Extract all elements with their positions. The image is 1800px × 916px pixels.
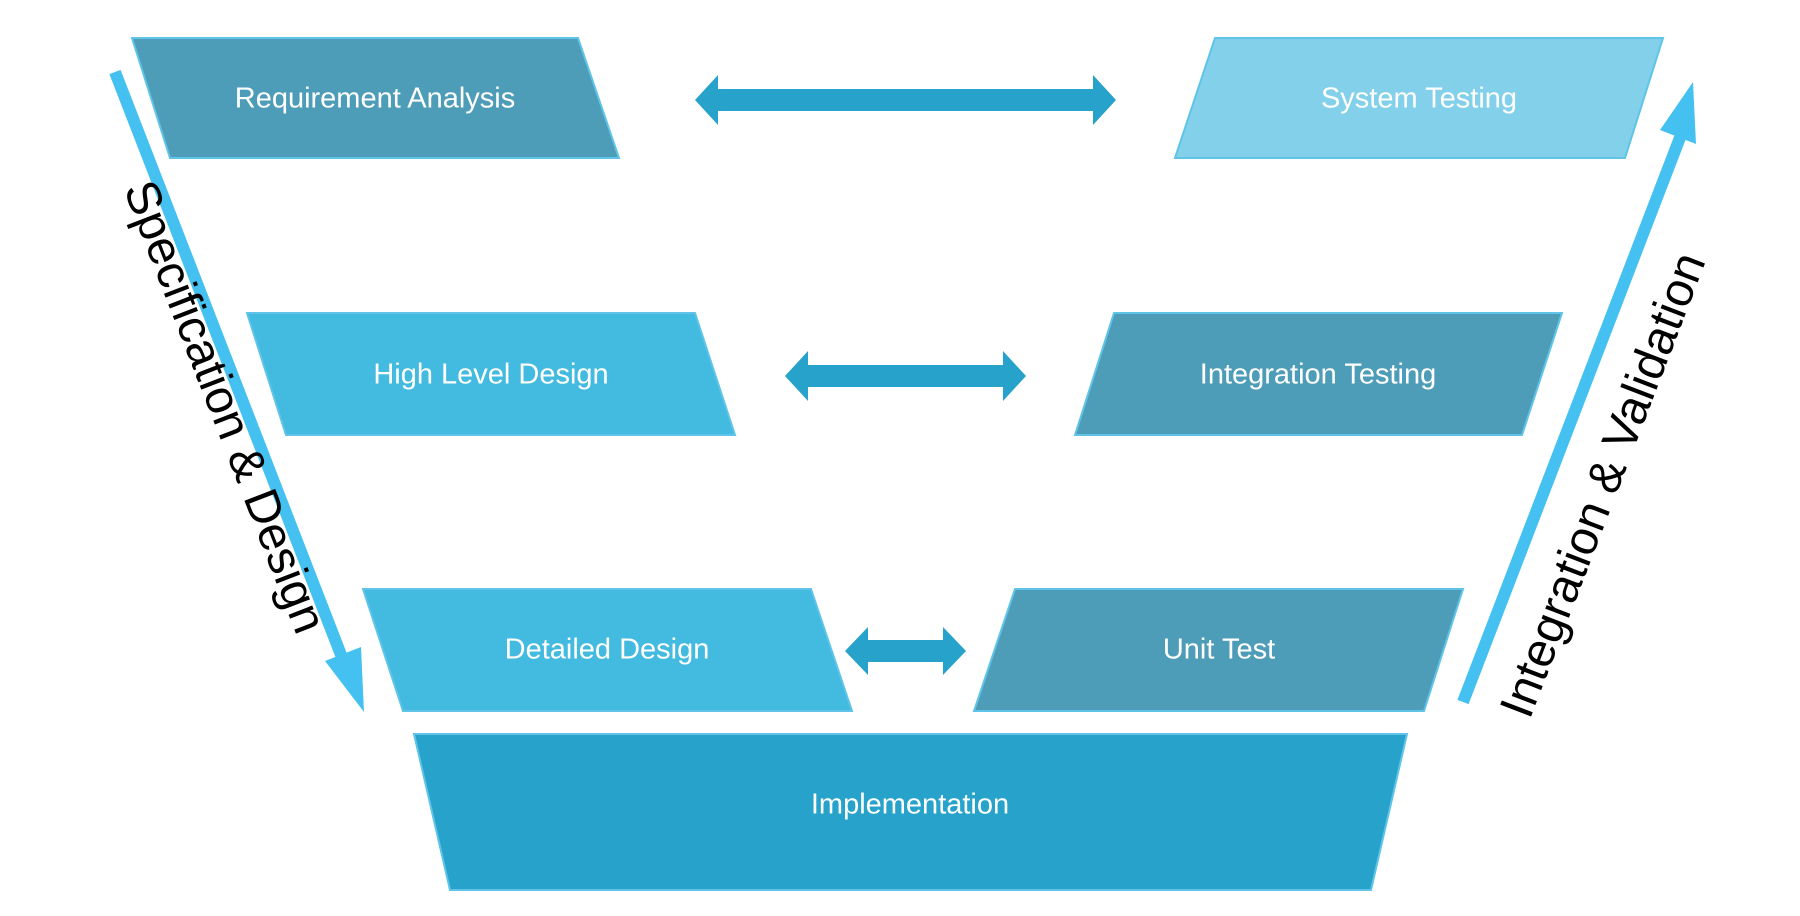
detailed-design-box: Detailed Design <box>361 588 854 712</box>
unit-test-shape <box>972 588 1465 712</box>
implementation-label: Implementation <box>811 789 1009 821</box>
integration-testing-box: Integration Testing <box>1073 312 1564 436</box>
high-level-design-box: High Level Design <box>245 312 737 436</box>
implementation-box: Implementation <box>412 733 1409 891</box>
integration-testing-label: Integration Testing <box>1200 359 1436 391</box>
integration-validation-arrow <box>1457 82 1696 705</box>
up-arrow-shaft <box>1457 132 1687 705</box>
detailed-design-label: Detailed Design <box>505 634 710 666</box>
unit-test-box: Unit Test <box>972 588 1465 712</box>
requirement-analysis-shape <box>130 37 621 159</box>
double-arrow-row3 <box>845 627 966 675</box>
unit-test-label: Unit Test <box>1163 634 1275 666</box>
system-testing-shape <box>1173 37 1665 159</box>
double-arrow-row1 <box>695 75 1116 125</box>
down-arrow-shaft <box>109 69 349 663</box>
requirement-analysis-box: Requirement Analysis <box>130 37 621 159</box>
high-level-design-shape <box>245 312 737 436</box>
requirement-analysis-label: Requirement Analysis <box>235 83 515 115</box>
arrow-up-icon <box>1660 82 1696 144</box>
detailed-design-shape <box>361 588 854 712</box>
double-arrow-icon <box>695 75 1116 125</box>
double-arrow-icon <box>845 627 966 675</box>
integration-testing-shape <box>1073 312 1564 436</box>
high-level-design-label: High Level Design <box>373 359 608 391</box>
double-arrow-row2 <box>785 351 1026 401</box>
system-testing-box: System Testing <box>1173 37 1665 159</box>
specification-design-arrow <box>109 69 364 712</box>
arrow-down-icon <box>325 647 364 712</box>
implementation-shape <box>412 733 1409 891</box>
system-testing-label: System Testing <box>1321 83 1517 115</box>
double-arrow-icon <box>785 351 1026 401</box>
